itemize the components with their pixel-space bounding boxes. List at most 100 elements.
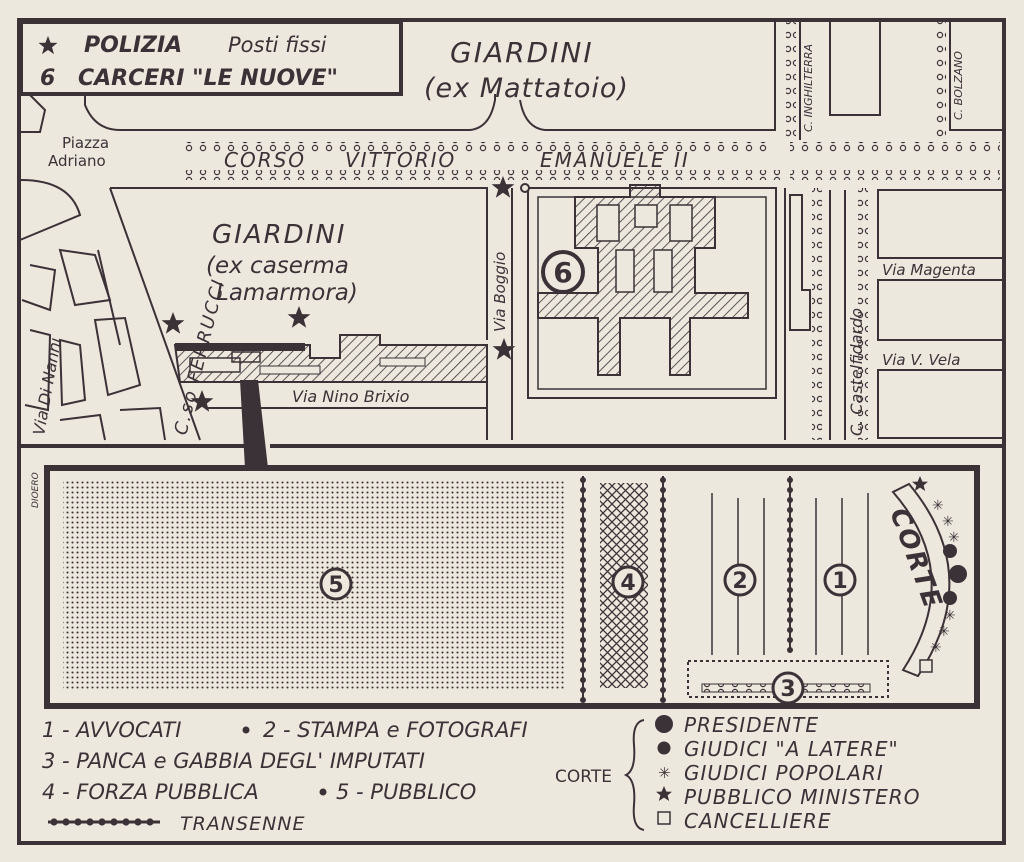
legend-giudici-latere: GIUDICI "A LATERE" [684, 737, 899, 761]
zone-number: 2 [732, 569, 747, 594]
barrier-dot [580, 577, 586, 583]
zone-number: 3 [780, 677, 795, 702]
barrier-dot [787, 617, 793, 623]
popular-judge-icon: ✳ [942, 514, 954, 530]
popular-judge-icon: ✳ [930, 640, 942, 656]
barrier-dot [580, 487, 586, 493]
barrier-dot [580, 657, 586, 663]
legend-side-judge-icon [657, 741, 671, 755]
zone-marker-2: 2 [723, 563, 757, 597]
barrier-dot [580, 667, 586, 673]
barrier-dot [787, 567, 793, 573]
barrier-dot [787, 647, 793, 653]
label-giardini-mid: GIARDINI [212, 220, 346, 250]
legend-barrier-dot [134, 818, 142, 826]
legend-barrier-dot [146, 818, 154, 826]
barrier-dot [660, 627, 666, 633]
legend-panca: 3 - PANCA e GABBIA DEGL' IMPUTATI [42, 749, 425, 773]
legend-police-sub: Posti fissi [228, 33, 327, 57]
legend-separator-dot [242, 726, 250, 734]
barrier-dot [660, 697, 666, 703]
label-giardini-mid-sub1: (ex caserma [206, 253, 349, 279]
barrier-legend-icon [48, 818, 160, 826]
legend-presidente: PRESIDENTE [684, 713, 819, 737]
police-star-icon [190, 390, 214, 412]
legend-prison-label: CARCERI "LE NUOVE" [78, 66, 338, 91]
label-c-castelfidardo: C. Castelfidardo [847, 308, 866, 436]
barrier-dot [660, 537, 666, 543]
zone-number: 1 [832, 569, 847, 594]
barrier-dot [660, 527, 666, 533]
legend-transenne: TRANSENNE [180, 813, 306, 835]
legend-number-six: 6 [40, 66, 55, 91]
legend-brace [623, 719, 645, 831]
barrier-dot [660, 637, 666, 643]
legend-barrier-dot [98, 818, 106, 826]
zone-marker-1: 1 [823, 563, 857, 597]
label-giardini-top-sub: (ex Mattatoio) [424, 73, 629, 104]
barrier-dot [787, 487, 793, 493]
label-corso-2: VITTORIO [345, 148, 456, 172]
zone-marker-5: 5 [319, 567, 353, 601]
barrier-dot [787, 637, 793, 643]
barrier-dot [660, 597, 666, 603]
barrier-dot [660, 577, 666, 583]
label-corso-1: CORSO [224, 148, 306, 172]
legend-barrier-dot [110, 818, 118, 826]
police-star-icon [38, 36, 58, 55]
legend-pubblico: 5 - PUBBLICO [336, 780, 476, 804]
barrier-dot [580, 557, 586, 563]
barrier-dot [580, 547, 586, 553]
police-star-icon [161, 312, 185, 334]
barrier-dot [660, 607, 666, 613]
legend-barrier-dot [50, 818, 58, 826]
barrier-dot [787, 537, 793, 543]
legend-barrier-dot [122, 818, 130, 826]
barrier-dot [787, 497, 793, 503]
barrier-dot [580, 527, 586, 533]
president-icon [949, 565, 967, 583]
popular-judge-icon: ✳ [948, 530, 960, 546]
popular-judge-icon: ✳ [932, 498, 944, 514]
legend-stampa: 2 - STAMPA e FOTOGRAFI [263, 718, 528, 742]
police-star-icon [491, 176, 515, 198]
barrier-dot [660, 647, 666, 653]
barrier-dot [580, 627, 586, 633]
police-star-icon [287, 306, 311, 328]
svg-text:6: 6 [553, 256, 572, 289]
label-piazza-1: Piazza [62, 134, 109, 152]
prison-number-marker: 6 [541, 250, 585, 294]
barrier-dot [787, 527, 793, 533]
legend-giudici-popolari: GIUDICI POPOLARI [684, 761, 884, 785]
label-via-di-nanni: Via Di Nanni [29, 336, 65, 437]
barrier-dot [660, 567, 666, 573]
legend-corte-label: CORTE [555, 767, 612, 787]
barrier-dot [660, 687, 666, 693]
barrier-dot [787, 627, 793, 633]
prison-building [537, 184, 749, 376]
label-via-magenta: Via Magenta [882, 261, 976, 279]
barrier-dot [580, 617, 586, 623]
barrier-dot [787, 587, 793, 593]
legend-separator-dot [319, 788, 327, 796]
street-map [19, 20, 1005, 441]
label-c-inghilterra: C. INGHILTERRA [802, 44, 815, 132]
barrier-dot [660, 657, 666, 663]
legend-popular-judge-icon: ✳ [658, 764, 671, 782]
label-dioero: DIOERO [31, 472, 41, 508]
barrier-dot [660, 477, 666, 483]
legend-barrier-dot [86, 818, 94, 826]
popular-judge-icon: ✳ [944, 608, 956, 624]
barrier-dot [580, 517, 586, 523]
legend-prosecutor-icon [656, 786, 672, 801]
barrier-dot [787, 607, 793, 613]
police-star-icon [492, 338, 516, 360]
label-via-boggio: Via Boggio [491, 252, 509, 332]
barrier-dot [660, 557, 666, 563]
barrier-dot [580, 637, 586, 643]
barrier-dot [580, 607, 586, 613]
lamarmora-building [173, 334, 488, 468]
barrier-dot [580, 567, 586, 573]
label-via-nino-brixio: Via Nino Brixio [292, 387, 410, 406]
